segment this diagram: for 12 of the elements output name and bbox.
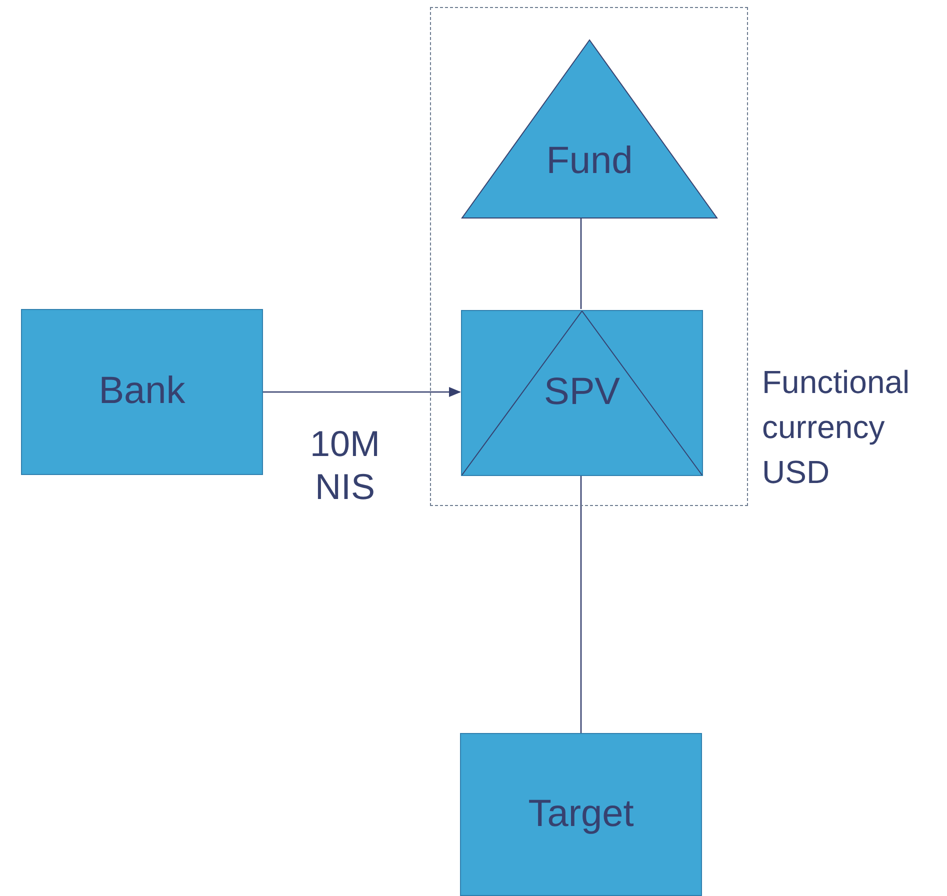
entity-box [21,309,263,475]
arrow [263,387,461,397]
node-label: Fund [546,138,633,184]
entity-box [460,733,702,896]
connector-line [580,475,582,733]
node-label: SPV [544,370,620,416]
node-label: Bank [98,369,186,414]
dashed-group-box [430,7,748,506]
triangle-node [461,39,718,219]
connector-line [580,218,582,309]
node-label: Target [528,792,634,837]
side-note: Functional currency USD [762,363,911,492]
